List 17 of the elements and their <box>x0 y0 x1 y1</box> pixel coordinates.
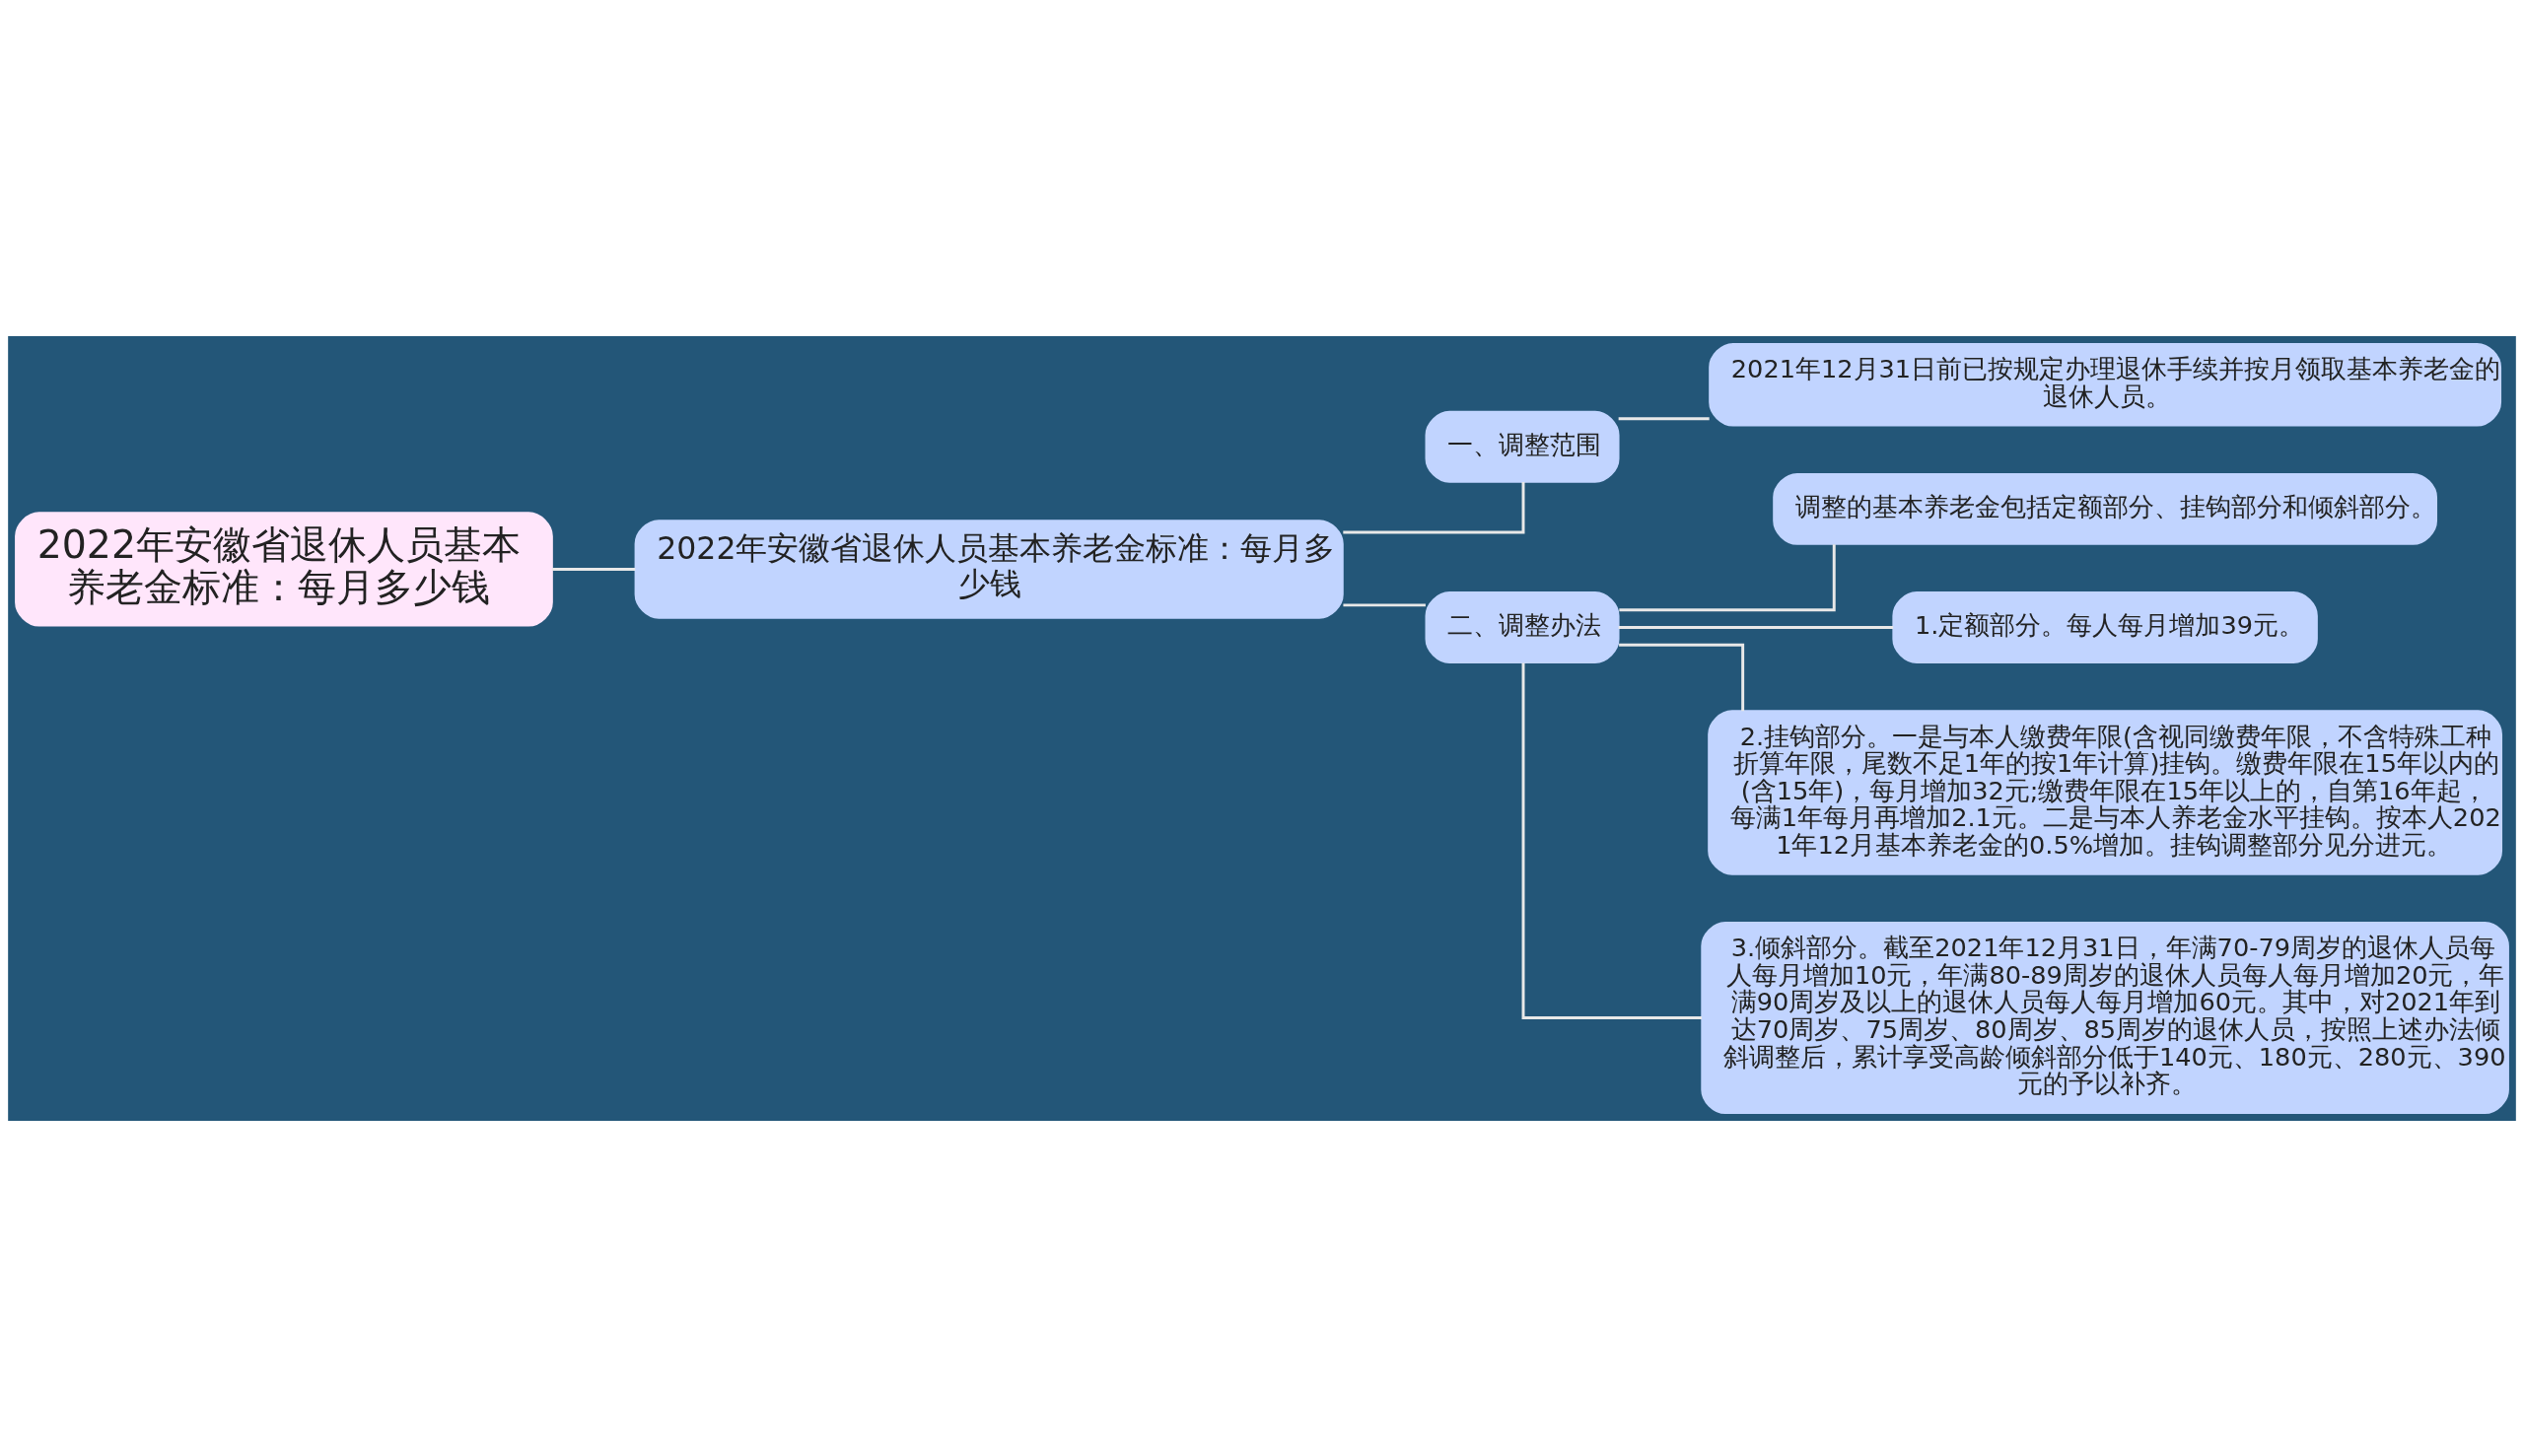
connector <box>551 567 636 571</box>
node-box: 3.倾斜部分。截至2021年12月31日，年满70-79周岁的退休人员每人每月增加10元，年满80-89周岁的退休人员每人每月增加20元，年满90周岁及以上的退休人员每人每月增加60元。其中，对2021年到达70周岁、75周岁、80周岁、85周岁的退休人员，按照上述办法倾斜调整后，累计享受高龄倾斜部分低于140元、180元、280元、390元的予以补齐。 <box>1701 921 2509 1114</box>
node-box: 2022年安徽省退休人员基本养老金标准：每月多少钱 <box>15 511 553 627</box>
connector <box>1618 625 1894 629</box>
node-box: 二、调整办法 <box>1425 590 1620 663</box>
connector <box>1618 416 1710 420</box>
node-box: 一、调整范围 <box>1425 410 1620 483</box>
connector <box>1343 481 1525 533</box>
connector <box>1343 602 1426 606</box>
connector <box>1521 661 1703 1019</box>
node-box: 2.挂钩部分。一是与本人缴费年限(含视同缴费年限，不含特殊工种折算年限，尾数不足1年的按1年计算)挂钩。缴费年限在15年以内的(含15年)，每月增加32元;缴费年限在15年以上的，自第16年起，每满1年每月再增加2.1元。二是与本人养老金水平挂钩。按本人2021年12月基本养老金的0.5%增加。挂钩调整部分见分进元。 <box>1708 709 2503 875</box>
node-box: 1.定额部分。每人每月增加39元。 <box>1892 590 2318 663</box>
node-box: 2021年12月31日前已按规定办理退休手续并按月领取基本养老金的退休人员。 <box>1709 342 2502 427</box>
node-box: 调整的基本养老金包括定额部分、挂钩部分和倾斜部分。 <box>1773 472 2438 545</box>
connector <box>1619 543 1836 611</box>
connector <box>1619 643 1745 711</box>
node-box: 2022年安徽省退休人员基本养老金标准：每月多少钱 <box>634 519 1344 619</box>
